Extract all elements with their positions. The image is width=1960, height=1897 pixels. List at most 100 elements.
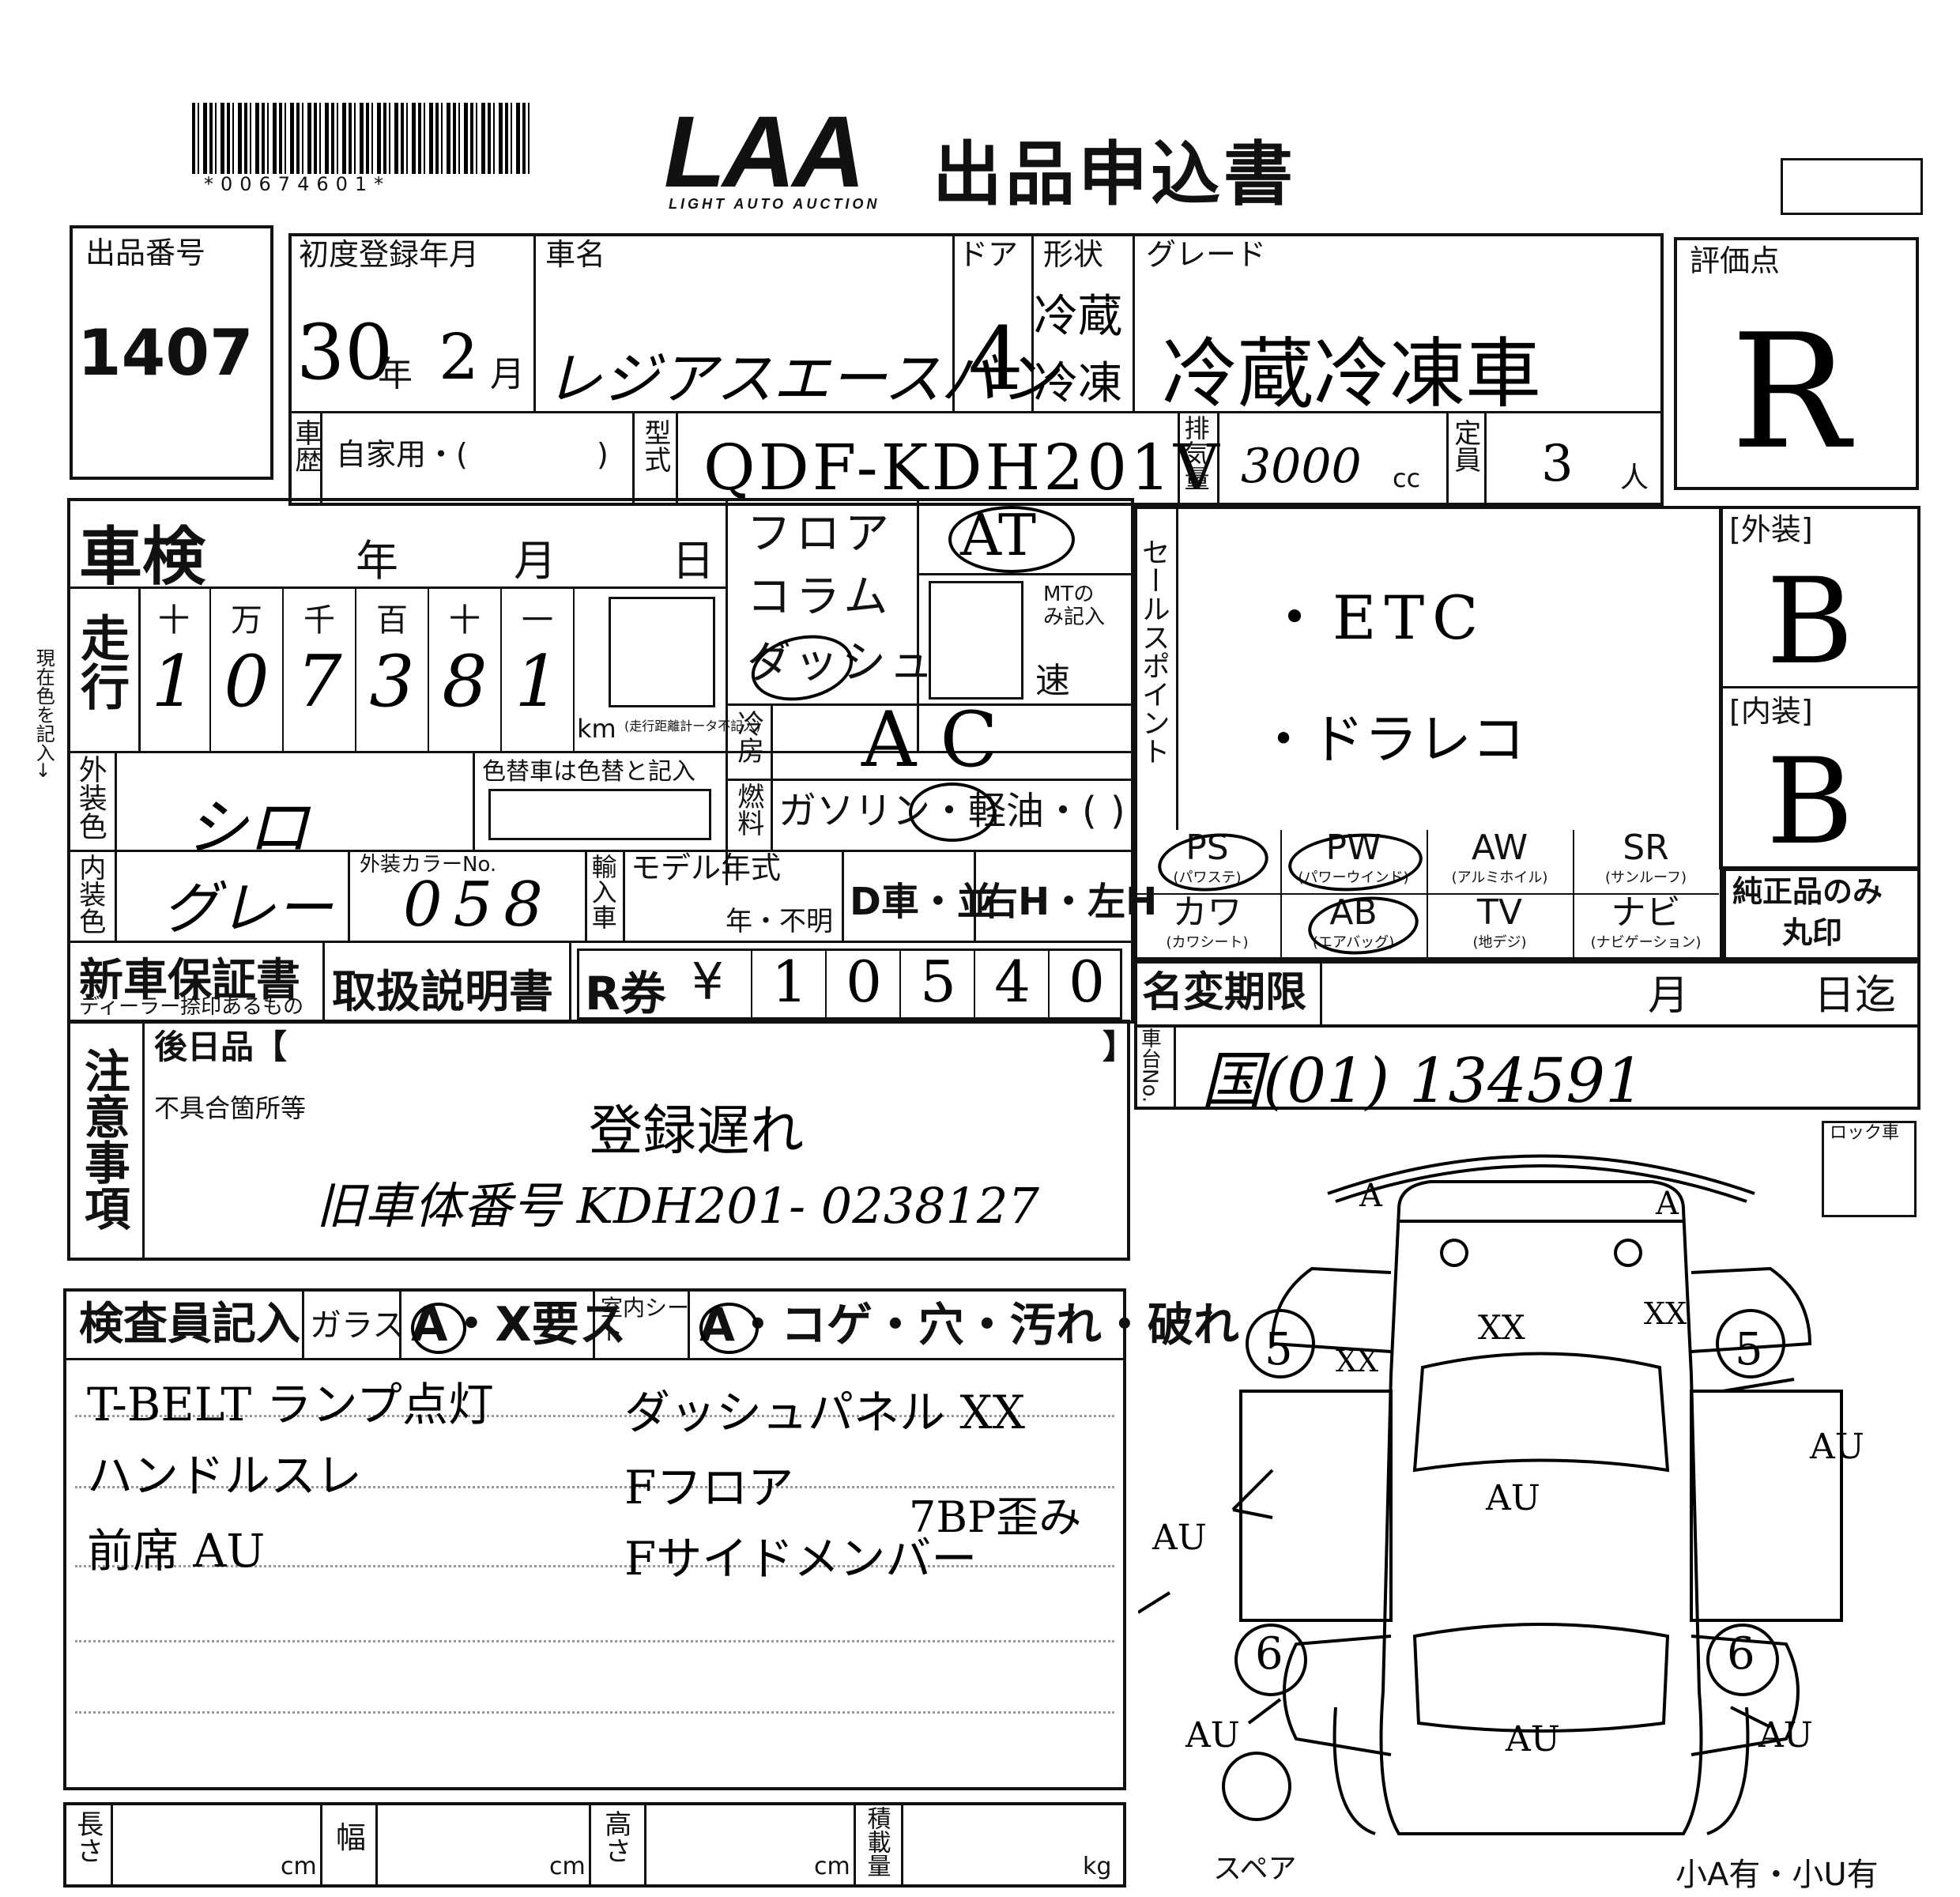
recycle-label: R券 xyxy=(585,967,666,1020)
lot-label: 出品番号 xyxy=(85,236,206,270)
diagram-mark: 5 xyxy=(1265,1324,1293,1375)
warranty-line2: ディーラー捺印あるもの xyxy=(79,995,304,1019)
handle-value: 右H・左H xyxy=(980,880,1158,924)
digit-label: 十 xyxy=(449,602,481,639)
score-box xyxy=(1674,237,1919,490)
grade-label: グレード xyxy=(1146,237,1267,272)
logo-subtext: LIGHT AUTO AUCTION xyxy=(669,196,880,212)
plate-box xyxy=(1134,1024,1920,1110)
notes-line2: 旧車体番号 KDH201- 0238127 xyxy=(316,1177,1039,1235)
displacement-unit: cc xyxy=(1393,463,1421,493)
car-name-value: レジアスエースバン xyxy=(545,345,1058,412)
inspector-label: 検査員記入 xyxy=(79,1299,300,1350)
barcode xyxy=(192,103,532,174)
diesel-circle xyxy=(909,783,996,842)
later-label: 後日品【 xyxy=(154,1028,288,1066)
equipment-code: ナビ xyxy=(1611,892,1681,933)
exterior-grade-label: [外装] xyxy=(1729,512,1813,547)
digit-label: 万 xyxy=(231,602,262,639)
equipment-name: (ナビゲーション) xyxy=(1590,934,1702,951)
equipment-code: AB xyxy=(1329,892,1378,933)
height-label: 高さ xyxy=(599,1810,631,1864)
shift-column: コラム xyxy=(747,571,893,623)
plate-value: 国(01) 134591 xyxy=(1201,1046,1645,1117)
glass-label: ガラス xyxy=(310,1307,405,1344)
fuel-label: 燃料 xyxy=(732,783,764,836)
page-title: 出品申込書 xyxy=(933,134,1297,215)
remark-2: ハンドルスレ xyxy=(87,1449,363,1503)
grade-value: 冷蔵冷凍車 xyxy=(1162,330,1541,418)
sales-item-1: ・ETC xyxy=(1265,583,1487,653)
corner-box xyxy=(1781,158,1923,215)
model-year-label: モデル年式 xyxy=(631,850,782,885)
diagram-mark: AU xyxy=(1758,1715,1813,1756)
diagram-mark: XX xyxy=(1336,1344,1379,1378)
recycle-digit: 1 xyxy=(751,948,827,1020)
recycle-digit: 0 xyxy=(825,948,901,1020)
inspection-day: 日 xyxy=(672,536,714,586)
dimensions-box xyxy=(63,1802,1126,1888)
dealer-value: D車・並 xyxy=(850,880,995,924)
side-label: 現在色を記入→ xyxy=(32,648,55,779)
logo: LAA LIGHT AUTO AUCTION xyxy=(664,102,880,213)
model-year-value: 年・不明 xyxy=(726,906,833,937)
model-value: QDF-KDH201V xyxy=(703,431,1223,504)
height-unit: cm xyxy=(814,1853,850,1880)
top-info-box xyxy=(288,233,1664,506)
mileage-note: (走行距離計ータ不記入) xyxy=(624,718,761,734)
equipment-name: (地デジ) xyxy=(1472,934,1527,951)
repaint-label: 色替車は色替と記入 xyxy=(482,758,695,786)
mileage-label: 走行 xyxy=(72,613,130,711)
diagram-mark: AU xyxy=(1185,1715,1240,1756)
equipment-code: PS xyxy=(1185,828,1229,868)
digit-label: 十 xyxy=(158,602,190,639)
barcode-text: *00674601* xyxy=(204,173,391,195)
notes-box xyxy=(67,1020,1130,1261)
diagram-mark: A xyxy=(1359,1178,1382,1214)
glass-circle xyxy=(411,1303,466,1354)
seat-circle xyxy=(699,1303,759,1354)
registration-year: 30 xyxy=(296,308,394,397)
exterior-color-label: 外装色 xyxy=(74,755,107,840)
cooler-value: AC xyxy=(861,696,1022,784)
equipment-code: カワ xyxy=(1172,892,1242,933)
width-unit: cm xyxy=(549,1853,586,1880)
diagram-mark: AU xyxy=(1486,1478,1540,1518)
car-diagram xyxy=(1138,1154,1843,1835)
remark-7: 7BP歪み xyxy=(909,1492,1082,1542)
history-value: 自家用・( xyxy=(336,437,468,472)
remark-5: Fフロア xyxy=(624,1461,794,1514)
seat-label: 室内シート xyxy=(601,1295,690,1345)
warranty-line1: 新車保証書 xyxy=(79,955,300,1006)
equipment-code: AW xyxy=(1471,828,1528,868)
lot-number: 1407 xyxy=(77,316,254,390)
digit-value: 0 xyxy=(224,640,270,723)
repaint-box xyxy=(488,789,711,840)
exterior-color-value: シロ xyxy=(186,793,310,864)
remark-1: T-BELT ランプ点灯 xyxy=(87,1378,494,1431)
inspection-year: 年 xyxy=(356,536,398,586)
width-label: 幅 xyxy=(336,1820,367,1855)
recycle-digit: 0 xyxy=(1048,948,1124,1020)
shift-dash: ダッシュ xyxy=(747,637,937,688)
lock-label: ロック車 xyxy=(1830,1123,1900,1143)
interior-grade-label: [内装] xyxy=(1729,694,1813,729)
color-no-label: 外装カラーNo. xyxy=(360,853,497,877)
displacement-label: 排気量 xyxy=(1180,415,1211,491)
diagram-mark: 6 xyxy=(1255,1628,1283,1680)
inspection-month: 月 xyxy=(514,536,556,586)
load-unit: kg xyxy=(1083,1853,1112,1880)
diagram-mark: AU xyxy=(1506,1719,1560,1759)
capacity-unit: 人 xyxy=(1620,462,1649,494)
notes-label: 注意事項 xyxy=(76,1047,130,1231)
mt-box xyxy=(929,581,1023,700)
diagram-mark: AU xyxy=(1152,1518,1207,1558)
recycle-box xyxy=(577,948,1122,1020)
length-label: 長さ xyxy=(71,1810,104,1864)
genuine-line1: 純正品のみ xyxy=(1732,874,1883,909)
remark-4: ダッシュパネル XX xyxy=(624,1386,1026,1439)
lock-box xyxy=(1822,1121,1917,1217)
score-value: R xyxy=(1731,300,1850,485)
doors-value: 4 xyxy=(968,308,1023,409)
capacity-value: 3 xyxy=(1541,435,1574,493)
